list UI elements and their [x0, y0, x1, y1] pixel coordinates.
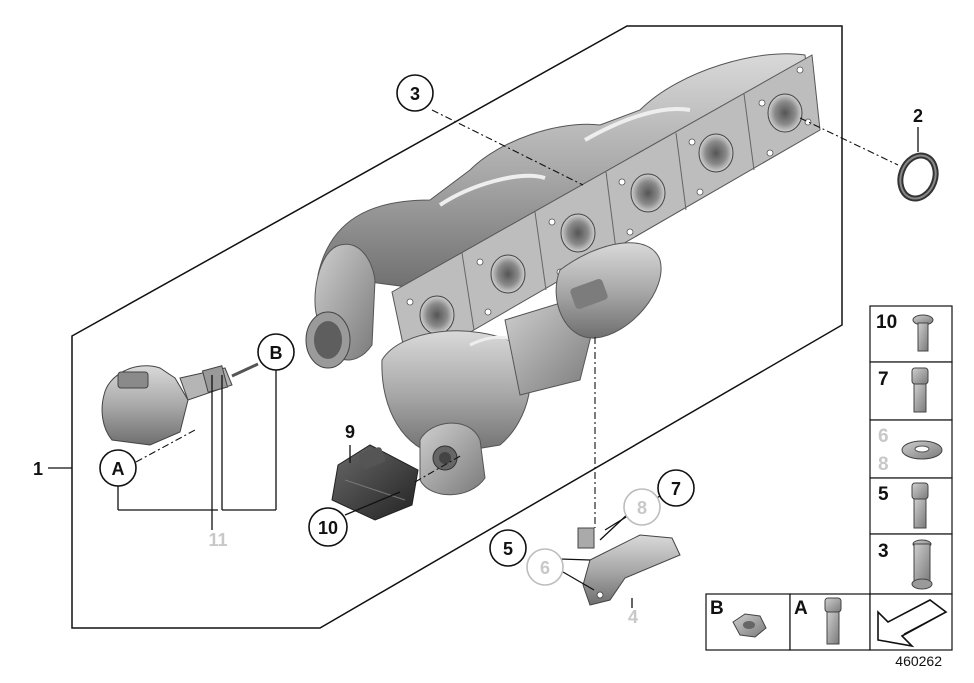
legend-item-6-8[interactable]: 6 8: [878, 426, 943, 475]
callout-10[interactable]: 10: [308, 507, 348, 547]
callout-A[interactable]: A: [99, 449, 137, 487]
svg-text:10: 10: [318, 518, 338, 538]
callout-7[interactable]: 7: [657, 469, 695, 507]
svg-text:11: 11: [208, 530, 227, 550]
callout-2[interactable]: 2: [913, 106, 923, 126]
svg-text:10: 10: [876, 312, 897, 333]
stud-3-icon: [911, 539, 933, 590]
legend-row: B A: [705, 593, 953, 651]
direction-arrow-icon: [877, 599, 948, 648]
assembly-outline: [71, 25, 843, 629]
svg-text:4: 4: [628, 607, 638, 627]
bolt-7-icon: [911, 367, 929, 413]
legend-item-3[interactable]: 3: [878, 539, 933, 590]
svg-text:7: 7: [878, 369, 889, 390]
callout-6[interactable]: 6: [526, 548, 564, 586]
leader-lines: [48, 109, 919, 608]
bolt-A-icon: [824, 597, 842, 645]
bracket-part-4: [577, 527, 681, 606]
legend-column: 10 7 6 8 5: [869, 305, 953, 595]
callout-4[interactable]: 4: [628, 607, 638, 627]
legend-item-7[interactable]: 7: [878, 367, 929, 413]
svg-text:1: 1: [33, 459, 43, 479]
callout-9[interactable]: 9: [345, 422, 355, 442]
svg-text:B: B: [710, 598, 724, 619]
callout-3[interactable]: 3: [396, 74, 434, 112]
svg-text:2: 2: [913, 106, 923, 126]
diagram-reference-number: 460262: [895, 653, 942, 669]
svg-text:9: 9: [345, 422, 355, 442]
callout-B[interactable]: B: [257, 333, 295, 371]
callout-11[interactable]: 11: [208, 530, 227, 550]
svg-text:8: 8: [637, 498, 647, 518]
screw-10-icon: [912, 314, 934, 352]
svg-text:3: 3: [878, 541, 889, 562]
nut-icon: [732, 613, 767, 638]
exhaust-manifold: [317, 53, 821, 369]
bolt-5-icon: [911, 482, 929, 529]
svg-text:3: 3: [410, 84, 420, 104]
svg-text:A: A: [794, 598, 808, 619]
svg-text:6: 6: [878, 426, 889, 447]
svg-text:5: 5: [503, 539, 513, 559]
legend-item-10[interactable]: 10: [876, 312, 934, 352]
svg-text:5: 5: [878, 484, 889, 505]
svg-text:8: 8: [878, 454, 889, 475]
gasket-part-2: [897, 152, 939, 202]
svg-text:7: 7: [671, 479, 681, 499]
callout-5[interactable]: 5: [489, 529, 527, 567]
washer-icon: [901, 440, 943, 460]
callout-8[interactable]: 8: [623, 488, 661, 526]
svg-text:A: A: [112, 459, 125, 479]
legend-item-5[interactable]: 5: [878, 482, 929, 529]
svg-text:B: B: [270, 343, 283, 363]
turbocharger: [305, 242, 662, 496]
wastegate-actuator: [101, 362, 259, 446]
legend-item-A[interactable]: A: [794, 597, 842, 645]
svg-text:6: 6: [540, 558, 550, 578]
callout-1[interactable]: 1: [33, 459, 43, 479]
sensor-part-9: [331, 444, 419, 521]
legend-item-B[interactable]: B: [710, 598, 767, 638]
